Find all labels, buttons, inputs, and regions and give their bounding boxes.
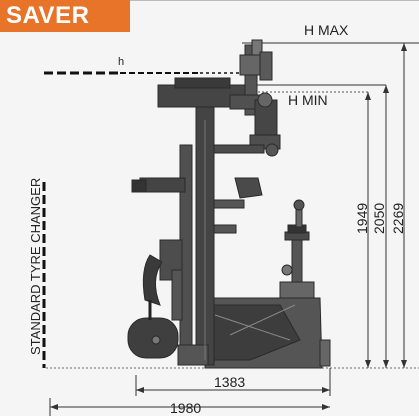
dimension-1980: 1980 [170, 400, 202, 416]
h-label: h [118, 56, 125, 68]
dimension-1949: 1949 [354, 202, 370, 234]
h-min-label: H MIN [288, 92, 328, 108]
standard-tyre-changer-label: STANDARD TYRE CHANGER [28, 177, 43, 355]
h-max-label: H MAX [304, 22, 349, 38]
dimension-2050: 2050 [371, 202, 387, 234]
dimension-2269: 2269 [390, 202, 406, 234]
dimension-1383: 1383 [214, 374, 246, 390]
tyre-changer-machine [127, 39, 331, 369]
saver-badge: SAVER [0, 0, 130, 32]
